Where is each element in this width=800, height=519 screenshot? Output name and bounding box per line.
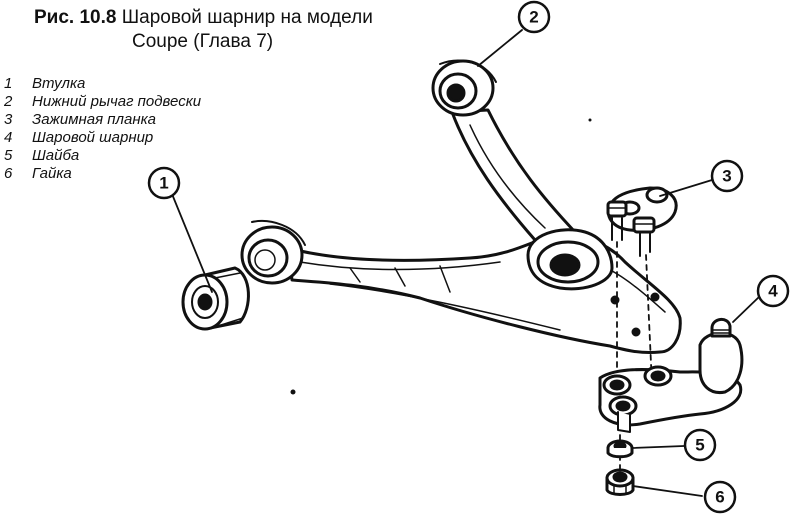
callout-1: 1 [147,166,181,200]
legend-item-4: 4 Шаровой шарнир [4,129,201,147]
legend-item-2: 2 Нижний рычаг подвески [4,93,201,111]
lower-control-arm [240,59,682,354]
legend-item-5: 5 Шайба [4,147,201,165]
legend-number: 1 [4,75,13,92]
parts-legend: 1 Втулка 2 Нижний рычаг подвески 3 Зажимная… [4,75,201,183]
legend-number: 3 [4,111,13,128]
figure-caption: Рис. 10.8 Шаровой шарнир на модели Coupe… [34,6,414,54]
legend-item-6: 6 Гайка [4,165,201,183]
callout-6-label: 6 [715,488,724,507]
legend-number: 5 [4,147,13,164]
callout-6: 6 [703,480,737,514]
legend-label: Нижний рычаг подвески [32,93,202,110]
bushing [181,266,250,331]
clamp-plate [606,186,678,257]
callout-3-label: 3 [722,167,731,186]
callout-2-label: 2 [529,8,538,27]
legend-label: Шаровой шарнир [32,129,154,146]
legend-number: 2 [4,93,13,110]
figure-title-line1: Шаровой шарнир на модели [121,7,373,28]
print-dots [290,118,592,395]
figure-title-line2: Coupe (Глава 7) [132,31,274,52]
legend-label: Зажимная планка [32,111,157,128]
legend-number: 6 [4,165,13,182]
legend-label: Гайка [32,165,72,182]
legend-label: Шайба [32,147,80,164]
legend-item-1: 1 Втулка [4,75,201,93]
callout-3: 3 [710,159,744,193]
callout-2: 2 [517,0,551,34]
washer [606,439,634,459]
legend-item-3: 3 Зажимная планка [4,111,201,129]
legend-label: Втулка [32,75,86,92]
callout-5: 5 [683,428,717,462]
callout-1-label: 1 [159,174,168,193]
legend-number: 4 [4,129,13,146]
figure-number: Рис. 10.8 [34,7,117,28]
callout-4-label: 4 [768,282,778,301]
callout-5-label: 5 [695,436,704,455]
callout-4: 4 [756,274,790,308]
leader-lines [171,29,761,497]
ball-joint [598,318,744,433]
nut [605,468,635,496]
